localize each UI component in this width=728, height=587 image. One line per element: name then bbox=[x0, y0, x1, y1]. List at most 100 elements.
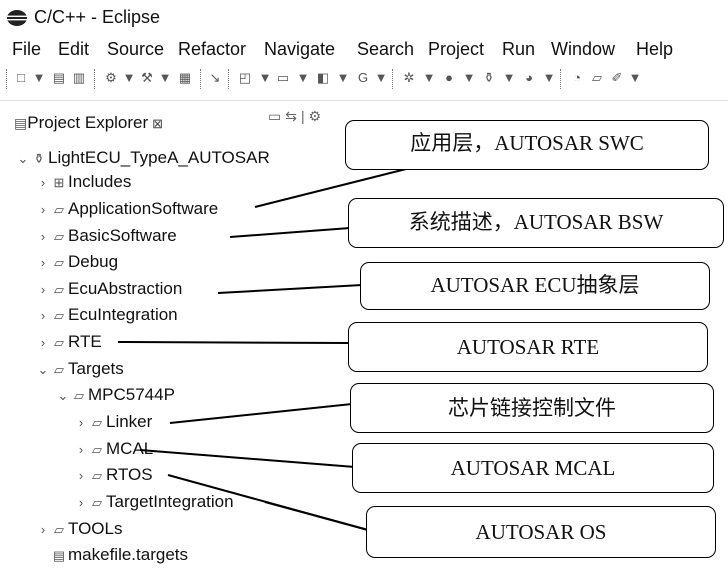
menu-project[interactable]: Project bbox=[428, 39, 485, 59]
configs-dropdown-icon[interactable]: ▼ bbox=[122, 70, 136, 85]
connector-mcal bbox=[139, 449, 356, 468]
menu-window[interactable]: Window bbox=[551, 39, 616, 59]
save-all-icon[interactable]: ▥ bbox=[72, 70, 86, 85]
view-separator: | bbox=[300, 108, 309, 124]
tree-item-targets[interactable]: ⌄▱Targets bbox=[36, 357, 124, 381]
tree-item-linker[interactable]: ›▱Linker bbox=[74, 410, 152, 434]
new-file-icon[interactable]: ◧ bbox=[316, 70, 330, 85]
tree-item-basicsoftware[interactable]: ›▱BasicSoftware bbox=[36, 224, 177, 248]
tree-item-project[interactable]: ⌄⚱LightECU_TypeA_AUTOSAR bbox=[16, 146, 270, 170]
tab-project-explorer[interactable]: ▤Project Explorer⊠ bbox=[14, 113, 163, 133]
menu-help[interactable]: Help bbox=[636, 39, 674, 59]
collapse-all-icon[interactable]: ▭ bbox=[268, 108, 286, 124]
tree-item-label: Includes bbox=[68, 172, 132, 191]
pen-icon[interactable]: ✐ bbox=[611, 70, 623, 85]
coverage-dropdown-icon[interactable]: ▼ bbox=[542, 70, 556, 85]
expand-arrow-icon[interactable]: › bbox=[78, 468, 84, 483]
new-dropdown-icon[interactable]: ▼ bbox=[32, 70, 46, 85]
menu-file[interactable]: File bbox=[12, 39, 42, 59]
external-tools-icon[interactable]: ⚱ bbox=[483, 70, 495, 85]
tree-item-mcal[interactable]: ›▱MCAL bbox=[74, 437, 153, 461]
menu-edit[interactable]: Edit bbox=[58, 39, 90, 59]
tree-item-targetintegration[interactable]: ›▱TargetIntegration bbox=[74, 490, 234, 514]
callout-os: AUTOSAR OS bbox=[366, 506, 716, 558]
new-class-icon[interactable]: G bbox=[357, 70, 369, 85]
tree-item-rtos[interactable]: ›▱RTOS bbox=[74, 463, 153, 487]
class-dropdown-icon[interactable]: ▼ bbox=[374, 70, 388, 85]
expand-arrow-icon[interactable]: › bbox=[40, 282, 46, 297]
title-bar: C/C++ - Eclipse bbox=[0, 0, 728, 36]
run-dropdown-icon[interactable]: ▼ bbox=[462, 70, 476, 85]
tree-item-debug[interactable]: ›▱Debug bbox=[36, 250, 118, 274]
pen-dropdown-icon[interactable]: ▼ bbox=[628, 70, 642, 85]
menu-run[interactable]: Run bbox=[502, 39, 536, 59]
expand-arrow-icon[interactable]: › bbox=[40, 308, 46, 323]
menu-search[interactable]: Search bbox=[357, 39, 415, 59]
tree-item-ecuabstraction[interactable]: ›▱EcuAbstraction bbox=[36, 277, 183, 301]
toolbar-separator bbox=[6, 69, 8, 89]
open-type-icon[interactable]: ◔ bbox=[573, 70, 581, 85]
filter-icon[interactable]: ⚙ bbox=[308, 108, 326, 124]
tree-item-ecuintegration[interactable]: ›▱EcuIntegration bbox=[36, 303, 178, 327]
coverage-icon[interactable]: ◕ bbox=[525, 70, 533, 85]
tree-item-label: Linker bbox=[106, 412, 153, 431]
folder-icon: ▱ bbox=[54, 335, 64, 350]
new-icon[interactable]: □ bbox=[17, 70, 25, 85]
callout-swc: 应用层，AUTOSAR SWC bbox=[345, 120, 709, 170]
new-folder-icon[interactable]: ▭ bbox=[276, 70, 290, 85]
tree-item-applicationsoftware[interactable]: ›▱ApplicationSoftware bbox=[36, 197, 218, 221]
project-dropdown-icon[interactable]: ▼ bbox=[258, 70, 272, 85]
folder-icon: ▱ bbox=[54, 282, 64, 297]
save-icon[interactable]: ▤ bbox=[52, 70, 66, 85]
folder-icon: ▱ bbox=[54, 308, 64, 323]
menu-navigate[interactable]: Navigate bbox=[264, 39, 336, 59]
menu-source[interactable]: Source bbox=[107, 39, 165, 59]
expand-arrow-icon[interactable]: ⌄ bbox=[17, 151, 29, 166]
expand-arrow-icon[interactable]: › bbox=[78, 442, 84, 457]
close-icon[interactable]: ⊠ bbox=[152, 116, 164, 131]
tree-item-includes[interactable]: › ⊞Includes bbox=[36, 170, 132, 194]
new-project-icon[interactable]: ◰ bbox=[238, 70, 252, 85]
connector-ecuabs bbox=[217, 284, 363, 294]
debug-dropdown-icon[interactable]: ▼ bbox=[422, 70, 436, 85]
expand-arrow-icon[interactable]: › bbox=[78, 495, 84, 510]
tree-item-label: BasicSoftware bbox=[68, 226, 177, 245]
folder-icon: ▱ bbox=[74, 388, 84, 403]
tree-item-makefile[interactable]: ▤makefile.targets bbox=[36, 543, 188, 567]
expand-arrow-icon[interactable]: › bbox=[40, 175, 46, 190]
tree-item-label: RTE bbox=[68, 332, 102, 351]
expand-arrow-icon[interactable]: › bbox=[40, 522, 46, 537]
folder-dropdown-icon[interactable]: ▼ bbox=[296, 70, 310, 85]
build-all-icon[interactable]: ▦ bbox=[178, 70, 192, 85]
menu-refactor[interactable]: Refactor bbox=[178, 39, 247, 59]
expand-arrow-icon[interactable]: › bbox=[40, 229, 46, 244]
tree-item-label: MPC5744P bbox=[88, 385, 175, 404]
manage-configs-icon[interactable]: ⚙ bbox=[105, 70, 117, 85]
debug-icon[interactable]: ✲ bbox=[403, 70, 415, 85]
file-dropdown-icon[interactable]: ▼ bbox=[336, 70, 350, 85]
open-element-icon[interactable]: ▱ bbox=[592, 70, 602, 85]
link-editor-icon[interactable]: ⇆ bbox=[285, 108, 301, 124]
tree-item-rte[interactable]: › ▱ RTE bbox=[36, 330, 102, 354]
project-icon: ⚱ bbox=[33, 151, 45, 166]
expand-arrow-icon[interactable]: › bbox=[40, 255, 46, 270]
tree-item-label: Debug bbox=[68, 252, 119, 271]
expand-arrow-icon[interactable]: › bbox=[40, 335, 46, 350]
callout-mcal: AUTOSAR MCAL bbox=[352, 443, 714, 493]
run-icon[interactable]: ● bbox=[445, 70, 453, 85]
tree-item-mpc5744p[interactable]: ⌄ ▱ MPC5744P bbox=[56, 383, 175, 407]
tools-dropdown-icon[interactable]: ▼ bbox=[502, 70, 516, 85]
tree-item-tools[interactable]: ›▱TOOLs bbox=[36, 517, 123, 541]
debug-tool-icon[interactable]: ↘ bbox=[209, 70, 221, 85]
collapse-arrow-icon[interactable]: ⌄ bbox=[37, 362, 49, 377]
connector-linker bbox=[169, 403, 353, 424]
tree-item-label: makefile.targets bbox=[68, 545, 188, 564]
collapse-arrow-icon[interactable]: ⌄ bbox=[57, 388, 69, 403]
expand-arrow-icon[interactable]: › bbox=[78, 415, 84, 430]
build-icon[interactable]: ⚒ bbox=[141, 70, 153, 85]
connector-rte bbox=[117, 341, 351, 344]
expand-arrow-icon[interactable]: › bbox=[40, 202, 46, 217]
build-dropdown-icon[interactable]: ▼ bbox=[158, 70, 172, 85]
includes-icon: ⊞ bbox=[53, 175, 65, 190]
